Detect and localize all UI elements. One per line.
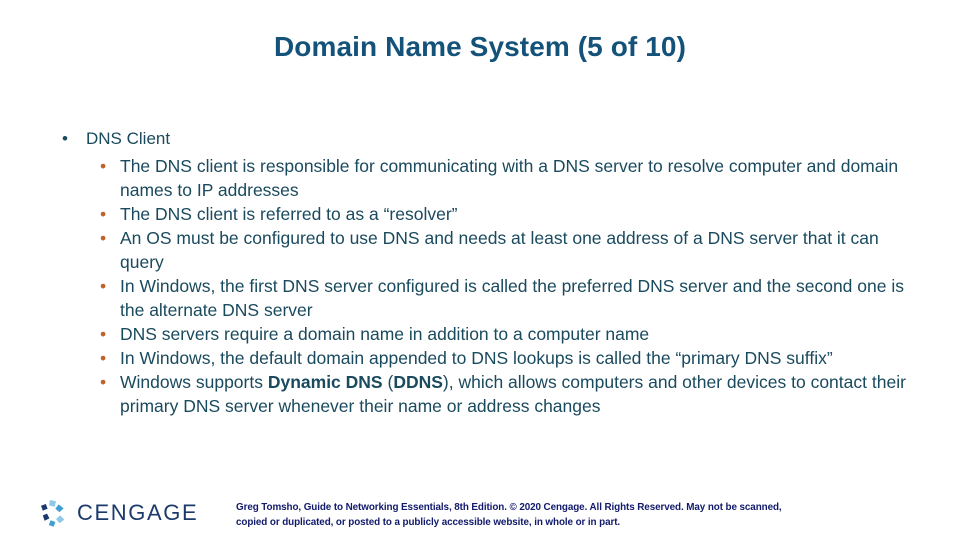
- list-item: • Windows supports Dynamic DNS (DDNS), w…: [94, 370, 926, 418]
- cengage-swirl-icon: [41, 500, 65, 527]
- list-item: • The DNS client is referred to as a “re…: [94, 202, 926, 226]
- cengage-wordmark: CENGAGE: [77, 500, 199, 525]
- list-item: • An OS must be configured to use DNS an…: [94, 226, 926, 274]
- bullet-list-level2: • The DNS client is responsible for comm…: [86, 154, 926, 418]
- bullet-dot-icon: •: [62, 129, 68, 148]
- list-item-label: DNS Client: [86, 129, 171, 148]
- list-item-label: The DNS client is referred to as a “reso…: [120, 204, 458, 224]
- list-item: • DNS servers require a domain name in a…: [94, 322, 926, 346]
- cengage-logo: CENGAGE: [38, 498, 198, 528]
- citation-line-2: copied or duplicated, or posted to a pub…: [236, 516, 621, 528]
- citation-line-1: Greg Tomsho, Guide to Networking Essenti…: [236, 501, 782, 513]
- bullet-dot-icon: •: [100, 372, 107, 392]
- list-item: • DNS Client • The DNS client is respons…: [46, 126, 926, 418]
- slide-body: • DNS Client • The DNS client is respons…: [46, 126, 926, 419]
- copyright-citation: Greg Tomsho, Guide to Networking Essenti…: [236, 500, 885, 530]
- list-item-label: The DNS client is responsible for commun…: [120, 156, 899, 200]
- list-item: • In Windows, the default domain appende…: [94, 346, 926, 370]
- list-item: • The DNS client is responsible for comm…: [94, 154, 926, 202]
- bullet-dot-icon: •: [100, 204, 107, 224]
- bullet-list-level1: • DNS Client • The DNS client is respons…: [46, 126, 926, 418]
- bullet-dot-icon: •: [100, 228, 107, 248]
- list-item-label: In Windows, the first DNS server configu…: [120, 276, 904, 320]
- list-item-label: An OS must be configured to use DNS and …: [120, 228, 879, 272]
- bullet-dot-icon: •: [100, 348, 107, 368]
- bullet-dot-icon: •: [100, 324, 107, 344]
- bullet-dot-icon: •: [100, 276, 107, 296]
- list-item: • In Windows, the first DNS server confi…: [94, 274, 926, 322]
- list-item-label: In Windows, the default domain appended …: [120, 348, 833, 368]
- bullet-dot-icon: •: [100, 156, 107, 176]
- slide-footer: CENGAGE Greg Tomsho, Guide to Networking…: [0, 486, 960, 540]
- list-item-label: DNS servers require a domain name in add…: [120, 324, 650, 344]
- page-title: Domain Name System (5 of 10): [273, 31, 687, 62]
- list-item-label: Windows supports Dynamic DNS (DDNS), whi…: [120, 372, 906, 416]
